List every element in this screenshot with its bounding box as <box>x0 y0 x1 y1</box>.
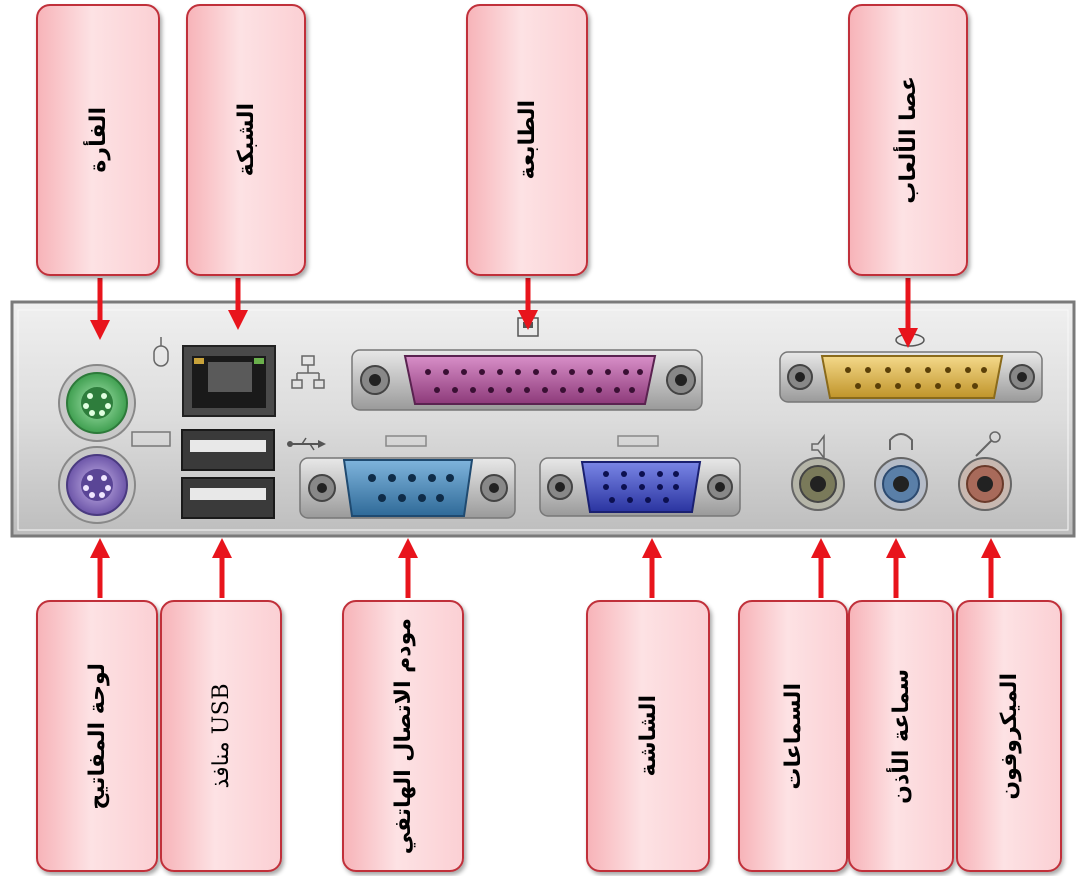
usb-port-bottom <box>181 477 275 519</box>
vga-monitor-port <box>539 457 741 517</box>
label-usb: منافذ USB <box>208 683 234 789</box>
label-box-microphone: الميكروفون <box>956 600 1062 872</box>
label-printer: الطابعة <box>514 100 540 180</box>
arrows-top <box>90 278 918 348</box>
label-box-keyboard: لوحة المفاتيح <box>36 600 158 872</box>
usb-icon <box>287 437 326 451</box>
label-box-network: الشبكة <box>186 4 306 276</box>
label-box-monitor: الشاشة <box>586 600 710 872</box>
label-mouse: الفأرة <box>85 107 111 173</box>
microphone-jack <box>958 457 1012 511</box>
game-port <box>779 351 1043 403</box>
rj45-network-port <box>182 345 276 417</box>
label-box-joystick: عصا الألعاب <box>848 4 968 276</box>
label-box-speakers: السماعات <box>738 600 848 872</box>
label-box-headphones: سماعة الأذن <box>848 600 954 872</box>
label-box-usb: منافذ USB <box>160 600 282 872</box>
ps2-mouse-port <box>58 364 136 442</box>
label-microphone: الميكروفون <box>996 672 1022 800</box>
label-monitor: الشاشة <box>635 695 661 777</box>
speaker-jack <box>791 457 845 511</box>
microphone-icon <box>975 431 1001 457</box>
network-icon <box>291 355 325 389</box>
label-joystick: عصا الألعاب <box>895 76 921 204</box>
label-box-mouse: الفأرة <box>36 4 160 276</box>
serial-modem-port <box>299 457 516 519</box>
label-box-printer: الطابعة <box>466 4 588 276</box>
arrows-bottom <box>90 538 1001 598</box>
label-network: الشبكة <box>233 103 259 177</box>
headphone-icon <box>889 433 913 450</box>
ps2-keyboard-port <box>58 446 136 524</box>
label-box-modem: مودم الاتصال الهاتفي <box>342 600 464 872</box>
headphone-jack <box>874 457 928 511</box>
mouse-icon <box>153 337 169 367</box>
vga-icon <box>617 435 659 447</box>
label-modem: مودم الاتصال الهاتفي <box>390 617 416 855</box>
label-speakers: السماعات <box>780 682 806 790</box>
parallel-printer-port <box>351 349 703 411</box>
usb-port-top <box>181 429 275 471</box>
keyboard-icon <box>131 431 171 447</box>
serial-icon <box>385 435 427 447</box>
label-headphones: سماعة الأذن <box>888 668 914 804</box>
label-keyboard: لوحة المفاتيح <box>84 662 110 810</box>
speaker-icon <box>811 433 825 461</box>
